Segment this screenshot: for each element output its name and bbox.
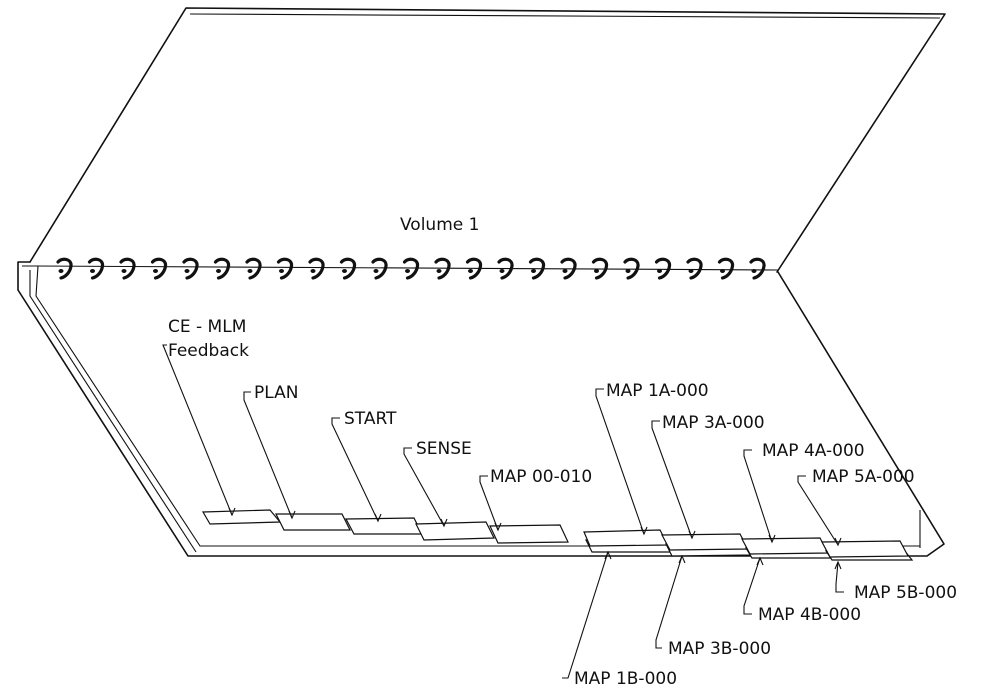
spiral-hole [342,269,347,273]
label-map-4a: MAP 4A-000 [762,441,865,461]
spiral-ring [560,257,577,280]
spiral-hole [657,269,662,273]
spiral-ring [686,257,703,280]
spiral-ring [339,257,357,280]
label-map-3a: MAP 3A-000 [662,413,765,433]
leader-map-4b [743,557,761,615]
spiral-ring [308,257,325,280]
spiral-hole [279,269,284,273]
spiral-hole [531,269,536,273]
spiral-hole [720,269,725,273]
label-map-00-010: MAP 00-010 [490,467,592,487]
leader-plan [243,391,293,519]
tab-start [345,517,423,535]
spiral-hole [58,269,64,273]
leader-map-3b [655,555,683,649]
spiral-ring [119,257,136,280]
spiral-ring [497,257,514,280]
spiral-hole [373,269,379,273]
tab-map-00-010 [489,524,569,544]
binder-top-cover [29,7,946,273]
spiral-hole [468,269,473,273]
spiral-hole [499,269,505,273]
leader-map-4a [743,449,773,543]
tab-map-4a [741,537,829,555]
spiral-ring [654,257,672,280]
spiral-ring [402,257,420,280]
spiral-hole [247,269,253,273]
spiral-ring [56,257,73,280]
spiral-ring [717,257,735,280]
leader-map-3a [651,420,693,539]
binder-top-cover-inner-edge [189,13,941,19]
spiral-hole [121,269,127,273]
spiral-hole [625,269,631,273]
spiral-ring [434,257,451,280]
tab-row-right [583,529,914,561]
spiral-ring [182,257,199,280]
spiral-ring [276,257,294,280]
spiral-hole [751,269,757,273]
tab-ce-mlm [201,509,282,525]
leader-map-00-010 [479,475,499,531]
tab-map-3a [661,533,749,551]
tab-plan [275,513,351,531]
leader-lines [162,344,844,679]
spiral-hole [310,269,316,273]
label-map-3b: MAP 3B-000 [668,639,771,659]
leader-start [331,417,379,522]
spiral-hole [405,269,410,273]
spiral-rings [56,257,766,280]
tab-sense [415,521,495,541]
binder-bottom-body [17,261,945,557]
leader-map-5a [797,475,839,546]
spiral-ring [87,257,105,280]
tab-map-5a [821,540,909,558]
spiral-ring [371,257,388,280]
leader-map-1a [595,388,645,535]
label-sense: SENSE [416,439,472,459]
spiral-hole [90,269,95,273]
spiral-ring [623,257,640,280]
label-map-1a: MAP 1A-000 [606,381,709,401]
spiral-hole [594,269,599,273]
spiral-ring [150,257,168,280]
spiral-hole [688,269,694,273]
leader-map-5b [835,561,844,593]
spiral-ring [213,257,231,280]
label-ce-mlm-line2: Feedback [168,341,249,361]
label-ce-mlm-line1: CE - MLM [168,317,246,337]
tab-labels: CE - MLM Feedback PLAN START SENSE MAP 0… [168,317,957,689]
spiral-hole [436,269,442,273]
spiral-ring [528,257,546,280]
leader-map-1b [562,551,609,679]
binder-spine-face [22,265,920,547]
spiral-hole [562,269,568,273]
label-start: START [344,409,397,429]
spiral-ring [245,257,262,280]
tab-row-left [201,509,569,544]
spiral-ring [465,257,483,280]
label-map-4b: MAP 4B-000 [758,605,861,625]
label-plan: PLAN [254,383,298,403]
spiral-hole [153,269,158,273]
label-map-5a: MAP 5A-000 [812,467,915,487]
spiral-hole [216,269,221,273]
volume-title: Volume 1 [400,215,479,235]
tab-map-1a [583,529,669,547]
binder-spine-top-edge [35,265,779,271]
binder-spine-inner [29,270,197,553]
spiral-ring [749,257,766,280]
label-map-5b: MAP 5B-000 [854,583,957,603]
leader-sense [403,447,445,527]
spiral-hole [184,269,190,273]
leader-ce-mlm [162,344,233,516]
label-map-1b: MAP 1B-000 [574,669,677,689]
spiral-ring [591,257,609,280]
